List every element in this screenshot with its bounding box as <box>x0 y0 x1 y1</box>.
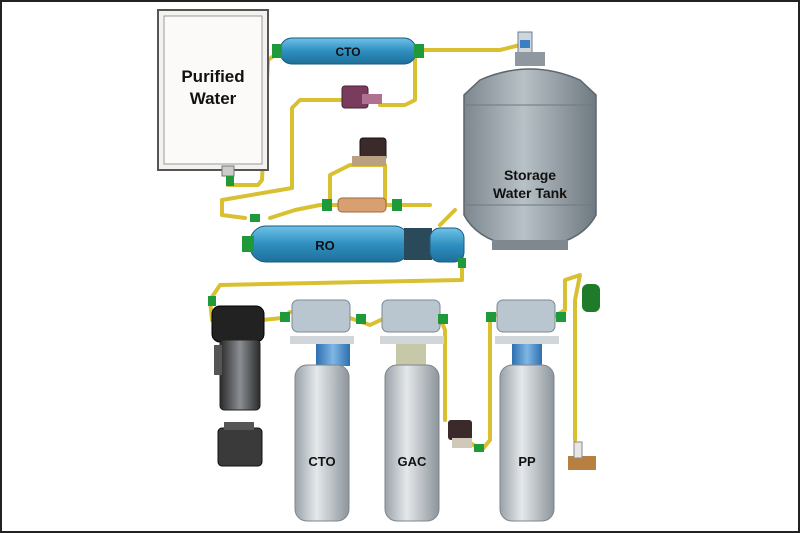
solenoid-valve-icon <box>341 85 382 109</box>
cto-filter-label: CTO <box>308 454 335 469</box>
tube-cto-to-gac <box>348 316 387 327</box>
tube-valve-loop <box>328 163 387 207</box>
pp-filter-housing: PP <box>495 299 559 522</box>
low-pressure-switch-icon <box>448 420 472 448</box>
ro-membrane: RO <box>242 225 465 263</box>
storage-water-tank: Storage Water Tank <box>463 52 597 250</box>
tube-ro-to-tank <box>438 208 457 227</box>
purified-water-container: Purified Water <box>157 9 269 177</box>
cto-filter-housing: CTO <box>290 299 354 522</box>
storage-tank-label-line1: Storage <box>504 167 556 183</box>
tank-valve-icon <box>517 31 533 55</box>
tube-gac-down <box>438 316 447 422</box>
pp-filter-label: PP <box>518 454 536 469</box>
tube-cto-down <box>378 56 417 107</box>
tube-ro-to-pump <box>208 248 464 322</box>
solenoid-valve-2-icon <box>352 137 387 166</box>
purified-water-label-line2: Water <box>190 89 237 108</box>
tube-ro-waste <box>268 203 432 220</box>
cto-inline-filter: CTO <box>272 37 424 65</box>
flow-restrictor-icon <box>322 197 402 213</box>
purified-water-label-line1: Purified <box>181 67 244 86</box>
storage-tank-label-line2: Water Tank <box>493 185 567 201</box>
transformer-icon <box>217 422 263 467</box>
inlet-valve-icon <box>568 284 600 470</box>
gac-filter-label: GAC <box>398 454 428 469</box>
ro-label: RO <box>315 238 335 253</box>
cto-inline-label: CTO <box>335 45 360 59</box>
tube-valve-to-ro <box>220 98 344 220</box>
gac-filter-housing: GAC <box>380 299 444 522</box>
fittings <box>208 176 566 452</box>
tube-pp-to-inlet <box>550 273 582 442</box>
tube-cto-to-tank <box>418 43 522 52</box>
pump-icon <box>211 305 265 411</box>
